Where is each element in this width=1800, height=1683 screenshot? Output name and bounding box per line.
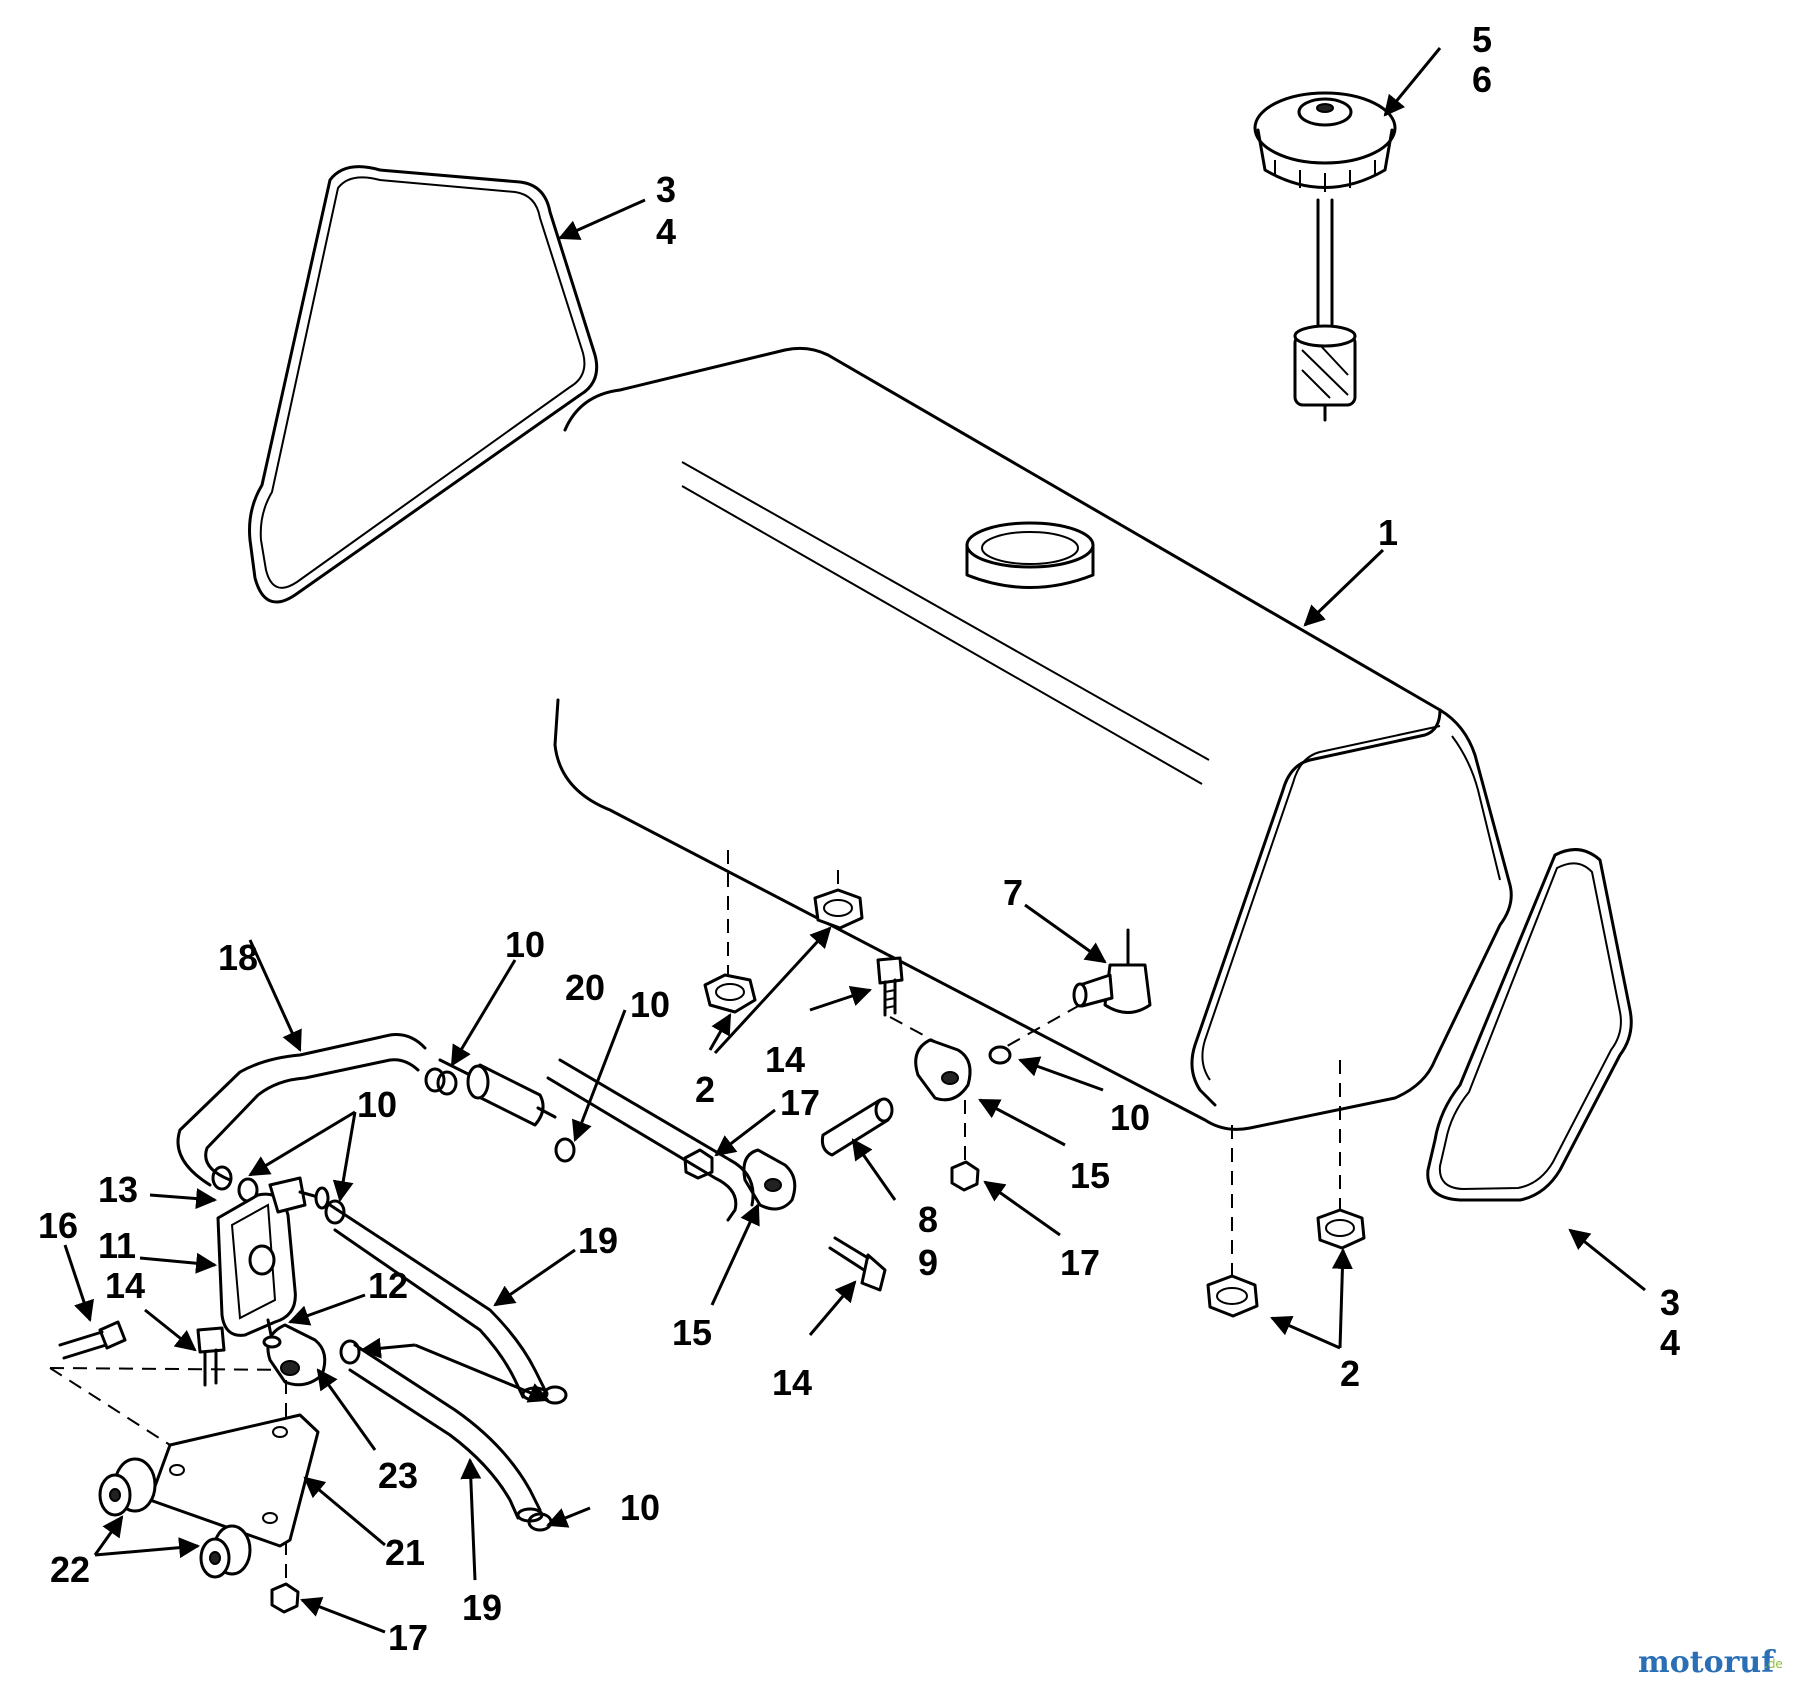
callout-labels: 1 2 2 3 4 3 4 5 6 7 8 9 10 10 10 10 10 1… — [38, 19, 1680, 1658]
callout-20: 20 — [565, 967, 605, 1008]
bolt-upper — [876, 956, 904, 1017]
callout-2-left: 2 — [695, 1069, 715, 1110]
callout-2-right: 2 — [1340, 1353, 1360, 1394]
callout-15-upper: 15 — [1070, 1155, 1110, 1196]
grommet-1 — [98, 1457, 157, 1517]
callout-18: 18 — [218, 937, 258, 978]
fuel-hose-19-upper — [328, 1203, 549, 1402]
callout-5: 5 — [1472, 19, 1492, 60]
callout-19-upper: 19 — [578, 1220, 618, 1261]
callout-15-lower: 15 — [672, 1312, 712, 1353]
callout-23: 23 — [378, 1455, 418, 1496]
callout-1: 1 — [1378, 512, 1398, 553]
callout-12: 12 — [368, 1265, 408, 1306]
callout-9: 9 — [918, 1242, 938, 1283]
tank-trim-left — [248, 165, 599, 604]
callout-21: 21 — [385, 1532, 425, 1573]
grommet-2 — [199, 1524, 252, 1579]
leader-arrows — [63, 47, 1646, 1634]
watermark-brand: motoruf — [1638, 1645, 1776, 1680]
tank-nut-1 — [703, 973, 757, 1014]
callout-3-bottom: 3 — [1660, 1282, 1680, 1323]
line-clamp-lower — [742, 1148, 797, 1211]
callout-17-right: 17 — [1060, 1242, 1100, 1283]
fuel-pump — [216, 1176, 330, 1349]
line-clamp-23 — [266, 1323, 327, 1387]
callout-10-inlet: 10 — [505, 924, 545, 965]
spacer-sleeve — [820, 1097, 894, 1157]
callout-13: 13 — [98, 1169, 138, 1210]
fuel-hose-18 — [176, 1033, 427, 1187]
callout-8: 8 — [918, 1199, 938, 1240]
callout-14-center: 14 — [772, 1362, 812, 1403]
callout-6: 6 — [1472, 59, 1492, 100]
watermark-suffix: .de — [1764, 1657, 1783, 1671]
tank-trim-right — [1426, 848, 1633, 1202]
callout-10-outlet: 10 — [630, 984, 670, 1025]
callout-17-bottom: 17 — [388, 1617, 428, 1658]
hose-clamp-lower-1 — [339, 1339, 361, 1365]
callout-3-top: 3 — [656, 169, 676, 210]
tank-nut-3 — [1316, 1208, 1366, 1250]
callout-10-lower: 10 — [620, 1487, 660, 1528]
callout-4-top: 4 — [656, 211, 676, 252]
lock-nut-3 — [270, 1582, 300, 1614]
hose-clamp-filter-outlet — [554, 1137, 576, 1163]
lock-nut-2 — [950, 1160, 980, 1192]
callout-17-left: 17 — [780, 1082, 820, 1123]
callout-19-lower: 19 — [462, 1587, 502, 1628]
hose-clamp-pump-left — [211, 1165, 259, 1203]
callout-14-left: 14 — [105, 1265, 145, 1306]
fuel-cap-gauge — [1253, 91, 1397, 422]
callout-14-upper: 14 — [765, 1039, 805, 1080]
fuel-hose-tank — [546, 1058, 755, 1222]
watermark: motoruf .de — [1638, 1645, 1783, 1680]
fuel-hose-19-lower — [348, 1343, 544, 1523]
tank-nut-2 — [813, 888, 864, 930]
tank-fitting — [1072, 928, 1152, 1014]
hose-clamp-tank — [988, 1045, 1012, 1065]
bolt-16 — [58, 1320, 127, 1360]
line-clamp-upper — [914, 1038, 972, 1102]
callout-7: 7 — [1003, 872, 1023, 913]
callout-11: 11 — [98, 1225, 136, 1266]
callout-22: 22 — [50, 1549, 90, 1590]
fuel-filter — [438, 1058, 557, 1127]
callout-4-bottom: 4 — [1660, 1322, 1680, 1363]
callout-10-pump: 10 — [357, 1084, 397, 1125]
fuel-tank — [553, 346, 1513, 1131]
tank-nut-4 — [1206, 1274, 1259, 1318]
bolt-center — [828, 1236, 887, 1292]
hose-clamp-filter-inlet — [424, 1067, 458, 1096]
bolt-lower-left — [196, 1326, 226, 1387]
callout-16: 16 — [38, 1205, 78, 1246]
callout-10-tank: 10 — [1110, 1097, 1150, 1138]
